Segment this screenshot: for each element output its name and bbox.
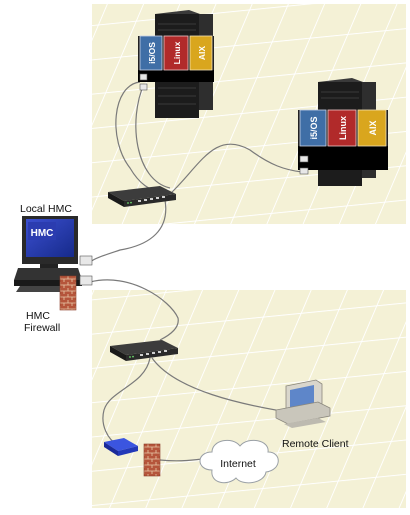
- server-2-label-aix: AIX: [368, 120, 378, 135]
- server-1-label-linux: Linux: [172, 41, 182, 64]
- server-1-port: [139, 73, 148, 81]
- hmc-firewall-label-line2: Firewall: [24, 322, 60, 334]
- internet-cloud-icon: Internet: [199, 439, 279, 484]
- server-2-port: [299, 155, 309, 163]
- local-hmc-label: Local HMC: [20, 203, 72, 215]
- server-1-label-aix: AIX: [197, 46, 207, 61]
- server-2-label-i5os: i5/OS: [309, 116, 319, 139]
- server-1-partition-i5os: [139, 35, 163, 71]
- internet-firewall-icon: [143, 443, 161, 477]
- remote-client-computer: [275, 379, 331, 428]
- hmc-firewall-icon: [59, 275, 77, 311]
- server-1-partition-aix: [189, 35, 213, 71]
- internet-label: Internet: [220, 458, 256, 470]
- server-1-partition-linux: [163, 35, 189, 71]
- lower-switch-icon: [110, 340, 178, 361]
- server-2-partition-i5os: [299, 109, 327, 147]
- upper-switch-icon: [108, 186, 176, 207]
- server-1: i5/OS Linux AIX: [138, 10, 214, 118]
- hmc-port: [79, 255, 93, 266]
- server-2-partition-aix: [357, 109, 387, 147]
- hmc-firewall-label-line1: HMC: [26, 310, 50, 322]
- hmc-screen-text: HMC: [31, 228, 54, 239]
- server-2: i5/OS Linux AIX: [298, 78, 388, 186]
- router-icon: [104, 438, 138, 456]
- local-hmc-computer: HMC: [14, 216, 93, 292]
- server-2-label-linux: Linux: [338, 116, 348, 140]
- remote-client-label: Remote Client: [282, 438, 349, 450]
- server-2-partition-linux: [327, 109, 357, 147]
- server-1-label-i5os: i5/OS: [147, 42, 157, 64]
